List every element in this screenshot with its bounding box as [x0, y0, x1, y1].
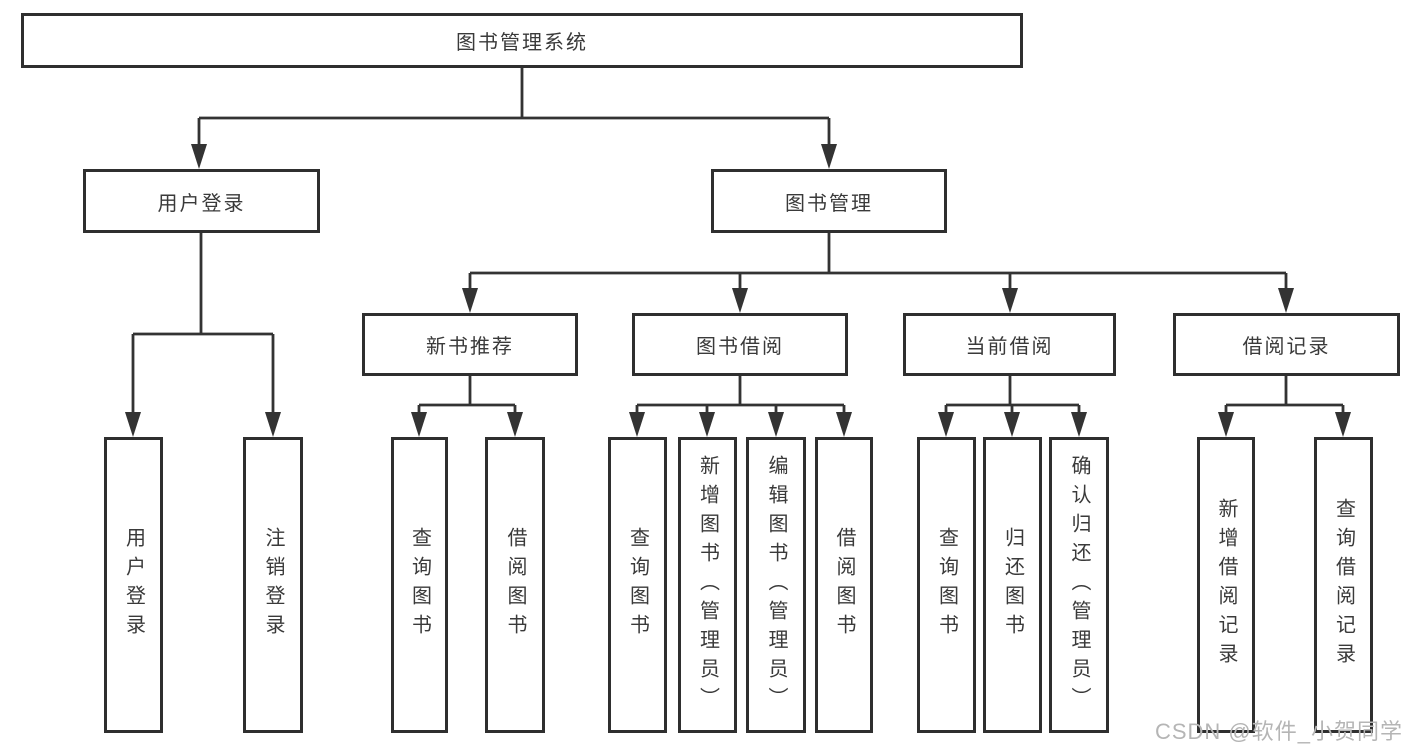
node-query-books-recommend: 查询图书 — [391, 437, 448, 733]
node-label: 用户登录 — [122, 527, 145, 643]
node-borrowing-records: 借阅记录 — [1173, 313, 1400, 376]
node-label: 查询图书 — [408, 527, 431, 643]
node-logout: 注销登录 — [243, 437, 303, 733]
node-label: 查询图书 — [935, 527, 958, 643]
node-label: 确认归还（管理员） — [1068, 454, 1090, 716]
node-new-book-recommend: 新书推荐 — [362, 313, 578, 376]
node-label: 查询图书 — [626, 527, 649, 643]
node-query-borrow-record: 查询借阅记录 — [1314, 437, 1373, 733]
node-borrow-books-recommend: 借阅图书 — [485, 437, 545, 733]
node-label: 当前借阅 — [965, 336, 1054, 358]
node-add-books-admin: 新增图书（管理员） — [678, 437, 737, 733]
node-query-books-current: 查询图书 — [917, 437, 976, 733]
node-edit-books-admin: 编辑图书（管理员） — [746, 437, 806, 733]
node-label: 新书推荐 — [426, 336, 514, 358]
node-label: 用户登录 — [157, 192, 246, 215]
node-confirm-return-admin: 确认归还（管理员） — [1049, 437, 1109, 733]
node-query-books-borrowing: 查询图书 — [608, 437, 667, 733]
node-borrow-books-borrowing: 借阅图书 — [815, 437, 873, 733]
node-label: 归还图书 — [1001, 527, 1024, 643]
node-add-borrow-record: 新增借阅记录 — [1197, 437, 1255, 733]
csdn-watermark: CSDN @软件_小贺同学 — [1154, 719, 1403, 744]
node-label: 图书借阅 — [696, 336, 784, 358]
node-label: 新增图书（管理员） — [696, 454, 719, 716]
node-label: 注销登录 — [262, 527, 284, 643]
node-label: 图书管理系统 — [456, 32, 588, 54]
node-user-login: 用户登录 — [104, 437, 163, 733]
node-book-management: 图书管理 — [711, 169, 947, 233]
node-label: 编辑图书（管理员） — [765, 454, 787, 716]
node-label: 查询借阅记录 — [1332, 498, 1355, 672]
node-label: 借阅记录 — [1242, 336, 1331, 358]
node-return-books: 归还图书 — [983, 437, 1042, 733]
node-library-management-system: 图书管理系统 — [21, 13, 1023, 68]
node-label: 借阅图书 — [833, 527, 855, 643]
node-user-login-branch: 用户登录 — [83, 169, 320, 233]
node-current-borrowing: 当前借阅 — [903, 313, 1116, 376]
node-label: 新增借阅记录 — [1215, 498, 1237, 672]
node-label: 借阅图书 — [504, 527, 526, 643]
node-book-borrowing: 图书借阅 — [632, 313, 848, 376]
node-label: 图书管理 — [785, 192, 873, 215]
